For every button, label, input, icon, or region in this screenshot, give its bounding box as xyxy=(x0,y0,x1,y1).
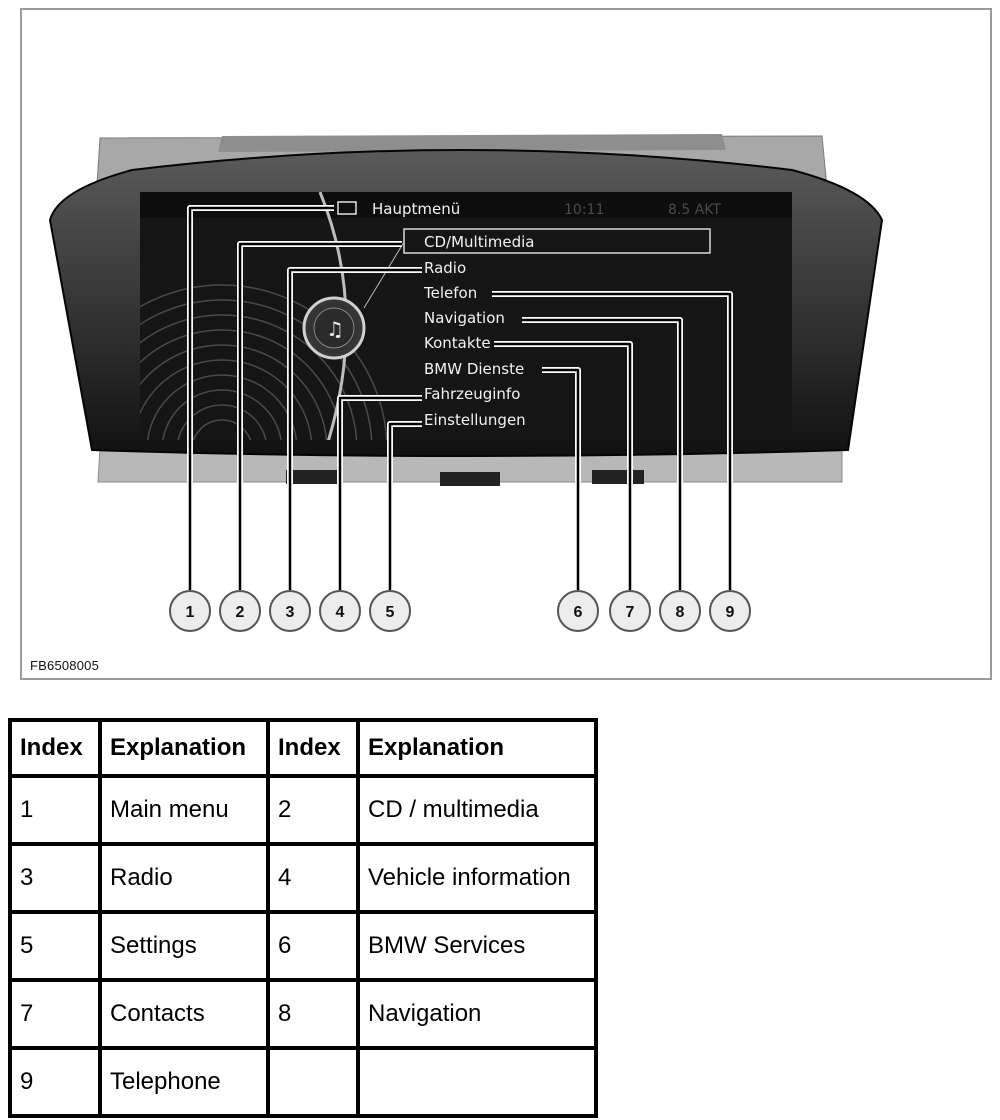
table-row: 5 Settings 6 BMW Services xyxy=(8,910,598,982)
cell-explanation: Navigation xyxy=(356,978,598,1050)
cell-index xyxy=(266,1046,360,1118)
callout-9: 9 xyxy=(709,590,751,632)
cell-index: 5 xyxy=(8,910,102,982)
cell-explanation: Radio xyxy=(98,842,270,914)
cell-index: 1 xyxy=(8,774,102,846)
svg-text:3: 3 xyxy=(286,604,295,621)
callout-4: 4 xyxy=(319,590,361,632)
mount-tab-right xyxy=(592,470,644,484)
header-status: 8.5 AKT xyxy=(668,202,721,218)
cell-index: 7 xyxy=(8,978,102,1050)
header-explanation-2: Explanation xyxy=(356,718,598,778)
callout-5: 5 xyxy=(369,590,411,632)
svg-text:6: 6 xyxy=(574,604,583,621)
menu-item-kontakte[interactable]: Kontakte xyxy=(424,334,491,352)
callout-6: 6 xyxy=(557,590,599,632)
callout-1: 1 xyxy=(169,590,211,632)
callout-2: 2 xyxy=(219,590,261,632)
svg-text:2: 2 xyxy=(236,604,245,621)
menu-selection-highlight xyxy=(403,228,711,254)
cell-explanation: Settings xyxy=(98,910,270,982)
cell-index: 3 xyxy=(8,842,102,914)
table-row: 3 Radio 4 Vehicle information xyxy=(8,842,598,914)
main-menu-icon xyxy=(337,201,357,215)
menu-item-cd-multimedia[interactable]: CD/Multimedia xyxy=(424,233,534,251)
callout-8: 8 xyxy=(659,590,701,632)
table-row: 9 Telephone xyxy=(8,1046,598,1118)
background-rings-decoration xyxy=(140,284,388,440)
cell-index: 6 xyxy=(266,910,360,982)
callout-markers: 1 2 3 4 5 6 7 8 9 xyxy=(169,590,751,632)
cell-explanation: Main menu xyxy=(98,774,270,846)
menu-item-fahrzeuginfo[interactable]: Fahrzeuginfo xyxy=(424,385,520,403)
menu-item-radio[interactable]: Radio xyxy=(424,259,466,277)
menu-item-telefon[interactable]: Telefon xyxy=(423,284,477,302)
callout-3: 3 xyxy=(269,590,311,632)
header-title: Hauptmenü xyxy=(372,200,460,218)
cell-index: 2 xyxy=(266,774,360,846)
cell-explanation: Vehicle information xyxy=(356,842,598,914)
selection-pointer xyxy=(363,241,405,309)
header-explanation-1: Explanation xyxy=(98,718,270,778)
menu-item-einstellungen[interactable]: Einstellungen xyxy=(424,411,526,429)
menu-item-bmw-dienste[interactable]: BMW Dienste xyxy=(424,360,524,378)
cell-explanation: BMW Services xyxy=(356,910,598,982)
menu-item-navigation[interactable]: Navigation xyxy=(424,309,505,327)
idrive-display-illustration: Hauptmenü 10:11 8.5 AKT ♫ CD/Multimedia … xyxy=(48,134,884,632)
figure-code: FB6508005 xyxy=(30,658,100,673)
mount-tab-center xyxy=(440,472,500,486)
screen xyxy=(140,192,792,440)
cell-explanation xyxy=(356,1046,598,1118)
legend-header-row: Index Explanation Index Explanation xyxy=(8,718,598,778)
cell-index: 4 xyxy=(266,842,360,914)
cell-explanation: Telephone xyxy=(98,1046,270,1118)
svg-text:9: 9 xyxy=(726,604,735,621)
housing-ridge xyxy=(218,134,726,152)
mount-tab-left xyxy=(286,470,338,484)
table-row: 1 Main menu 2 CD / multimedia xyxy=(8,774,598,846)
legend-table: Index Explanation Index Explanation 1 Ma… xyxy=(8,718,598,1118)
cell-index: 9 xyxy=(8,1046,102,1118)
callout-leader-lines xyxy=(188,206,732,590)
svg-text:5: 5 xyxy=(386,604,395,621)
callout-7: 7 xyxy=(609,590,651,632)
header-index-1: Index xyxy=(8,718,102,778)
header-index-2: Index xyxy=(266,718,360,778)
svg-text:1: 1 xyxy=(186,604,195,621)
controller-center xyxy=(313,307,355,349)
header-time: 10:11 xyxy=(564,202,604,218)
music-note-icon: ♫ xyxy=(326,317,344,341)
svg-text:7: 7 xyxy=(626,604,635,621)
svg-text:8: 8 xyxy=(676,604,685,621)
table-row: 7 Contacts 8 Navigation xyxy=(8,978,598,1050)
figure-frame: Hauptmenü 10:11 8.5 AKT ♫ CD/Multimedia … xyxy=(20,8,992,680)
svg-text:4: 4 xyxy=(336,604,345,621)
cell-index: 8 xyxy=(266,978,360,1050)
cell-explanation: Contacts xyxy=(98,978,270,1050)
cell-explanation: CD / multimedia xyxy=(356,774,598,846)
